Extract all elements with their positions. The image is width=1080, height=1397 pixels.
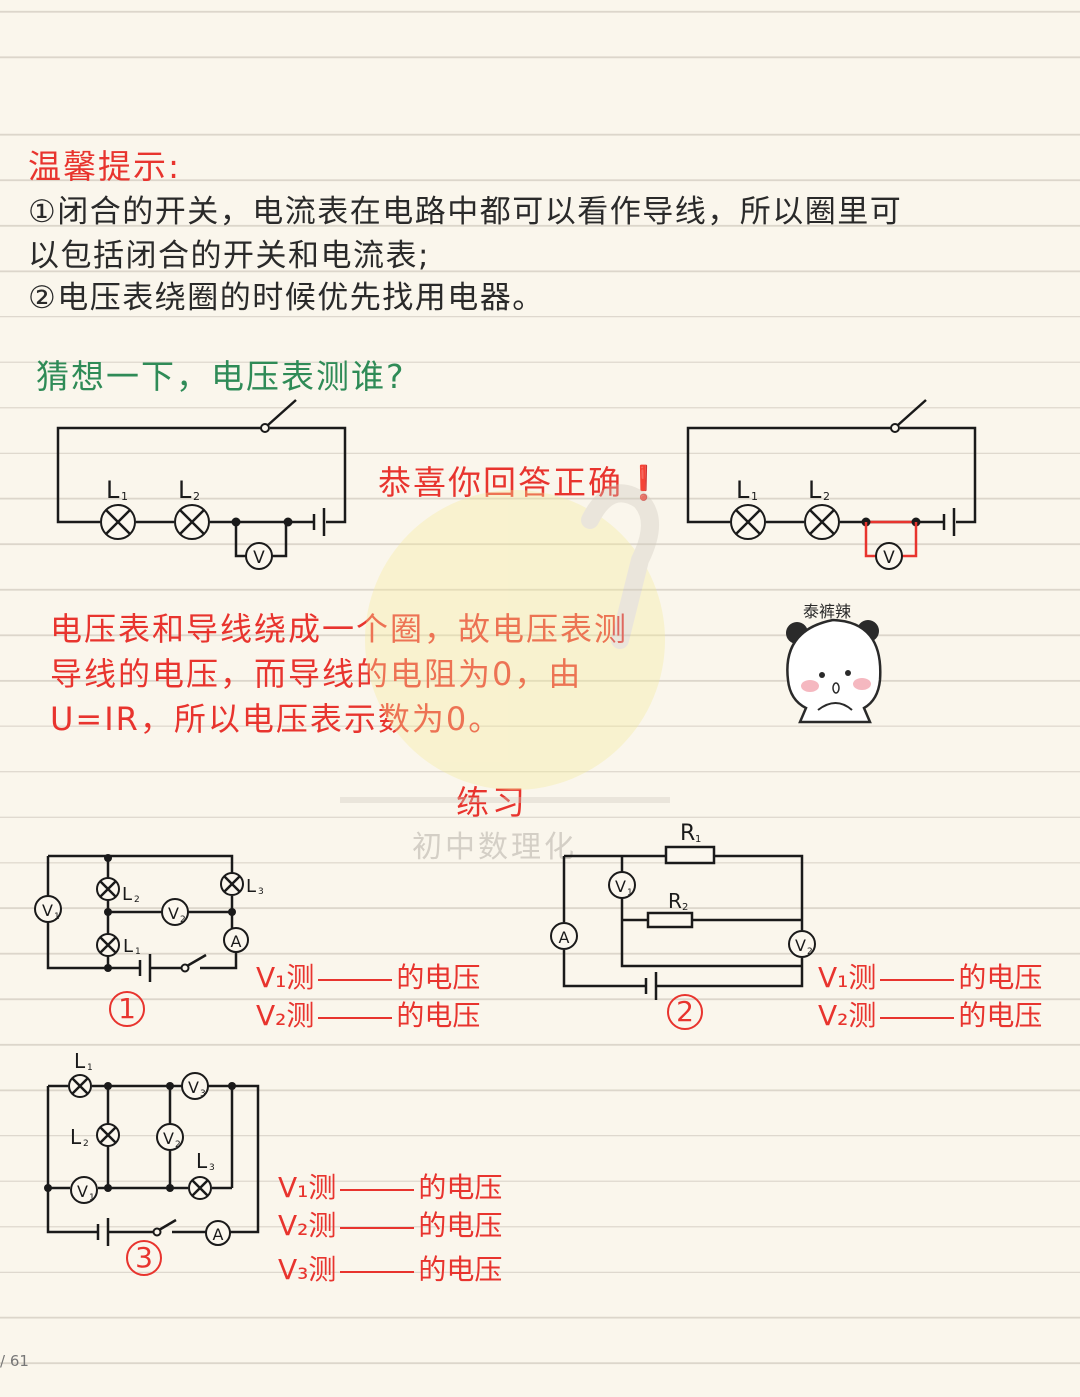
congrats-text: 恭喜你回答正确❗ [378,463,667,502]
svg-text:2: 2 [807,947,813,957]
sticker-label: 泰裤辣 [803,602,852,621]
svg-text:A: A [231,932,242,951]
problem-number-3: 3 [126,1240,162,1276]
svg-text:V: V [615,877,626,896]
svg-text:2: 2 [83,1139,89,1149]
svg-text:L: L [106,476,120,504]
svg-text:2: 2 [180,915,186,925]
svg-text:V: V [163,1129,174,1148]
svg-text:L: L [736,476,750,504]
svg-text:3: 3 [209,1163,215,1173]
svg-text:V: V [883,548,895,568]
practice-circuit-3: V 3 V 2 V 1 A L 1 L 2 L 3 [44,1049,260,1246]
tip-line-1: ①闭合的开关，电流表在电路中都可以看作导线，所以圈里可 [28,194,903,230]
svg-text:1: 1 [89,1193,95,1203]
explanation-line-1: 电压表和导线绕成一个圈，故电压表测 [50,610,629,648]
svg-text:R: R [680,821,695,846]
question-3-v2: V₂测的电压 [278,1209,503,1242]
svg-text:V: V [795,936,806,955]
svg-text:V: V [168,904,179,923]
lamp-icon [96,877,120,901]
tip-line-2: 以包括闭合的开关和电流表; [28,238,430,274]
svg-text:V: V [42,901,53,920]
lamp-icon [96,1123,120,1147]
question-3-v1: V₁测的电压 [278,1171,503,1204]
tip-line-3: ②电压表绕圈的时候优先找用电器。 [28,280,545,316]
svg-text:V: V [77,1182,88,1201]
svg-text:2: 2 [175,1140,181,1150]
explanation-line-2: 导线的电压，而导线的电阻为0，由 [50,655,583,693]
page-number: / 61 [0,1352,29,1370]
svg-text:L: L [70,1125,82,1149]
explanation-line-3: U=IR，所以电压表示数为0。 [50,700,503,738]
problem-number-2: 2 [667,994,703,1030]
svg-text:2: 2 [682,902,688,913]
svg-text:2: 2 [193,490,200,503]
question-1-v2: V₂测的电压 [256,999,481,1032]
svg-text:L: L [74,1049,86,1073]
svg-text:3: 3 [258,887,264,897]
svg-text:L: L [123,936,133,957]
lamp-icon [804,504,840,540]
svg-text:1: 1 [627,888,633,898]
lamp-icon [220,872,244,896]
svg-text:L: L [246,876,256,897]
lamp-icon [188,1176,212,1200]
question-2-v2: V₂测的电压 [818,999,1043,1032]
practice-title: 练习 [456,776,528,824]
svg-text:1: 1 [87,1063,93,1073]
watermark-emblem [340,484,670,803]
circuit-a: V L 1 L 2 [56,399,347,570]
circuit-b: V L 1 L 2 [686,399,977,570]
svg-text:L: L [808,476,822,504]
svg-text:L: L [178,476,192,504]
svg-text:1: 1 [751,490,758,503]
tip-title: 温馨提示: [28,147,182,186]
guess-title: 猜想一下，电压表测谁? [36,357,406,396]
svg-text:1: 1 [135,947,141,957]
svg-text:R: R [668,889,682,913]
voltmeter-label: V [253,548,265,568]
question-1-v1: V₁测的电压 [256,961,481,994]
svg-text:1: 1 [121,490,128,503]
svg-text:L: L [196,1149,208,1173]
question-2-v1: V₁测的电压 [818,961,1043,994]
practice-circuit-2: V 1 V 2 A R 1 R 2 [550,821,816,1000]
svg-text:1: 1 [54,912,60,922]
question-3-v3: V₃测的电压 [278,1253,503,1286]
problem-number-1: 1 [109,991,145,1027]
watermark-text: 初中数理化 [412,830,577,865]
svg-text:L: L [122,884,132,905]
svg-text:2: 2 [134,895,140,905]
practice-circuit-1: V 1 V 2 A L 2 L 1 L 3 [34,854,264,982]
svg-text:2: 2 [823,490,830,503]
svg-text:3: 3 [200,1089,206,1099]
lamp-icon [68,1074,92,1098]
svg-text:A: A [213,1225,224,1244]
svg-text:A: A [559,928,570,947]
lamp-icon [730,504,766,540]
lamp-icon [174,504,210,540]
svg-text:1: 1 [695,834,701,845]
lamp-icon [96,933,120,957]
panda-sticker-icon [786,618,882,724]
svg-text:V: V [188,1078,199,1097]
lamp-icon [100,504,136,540]
